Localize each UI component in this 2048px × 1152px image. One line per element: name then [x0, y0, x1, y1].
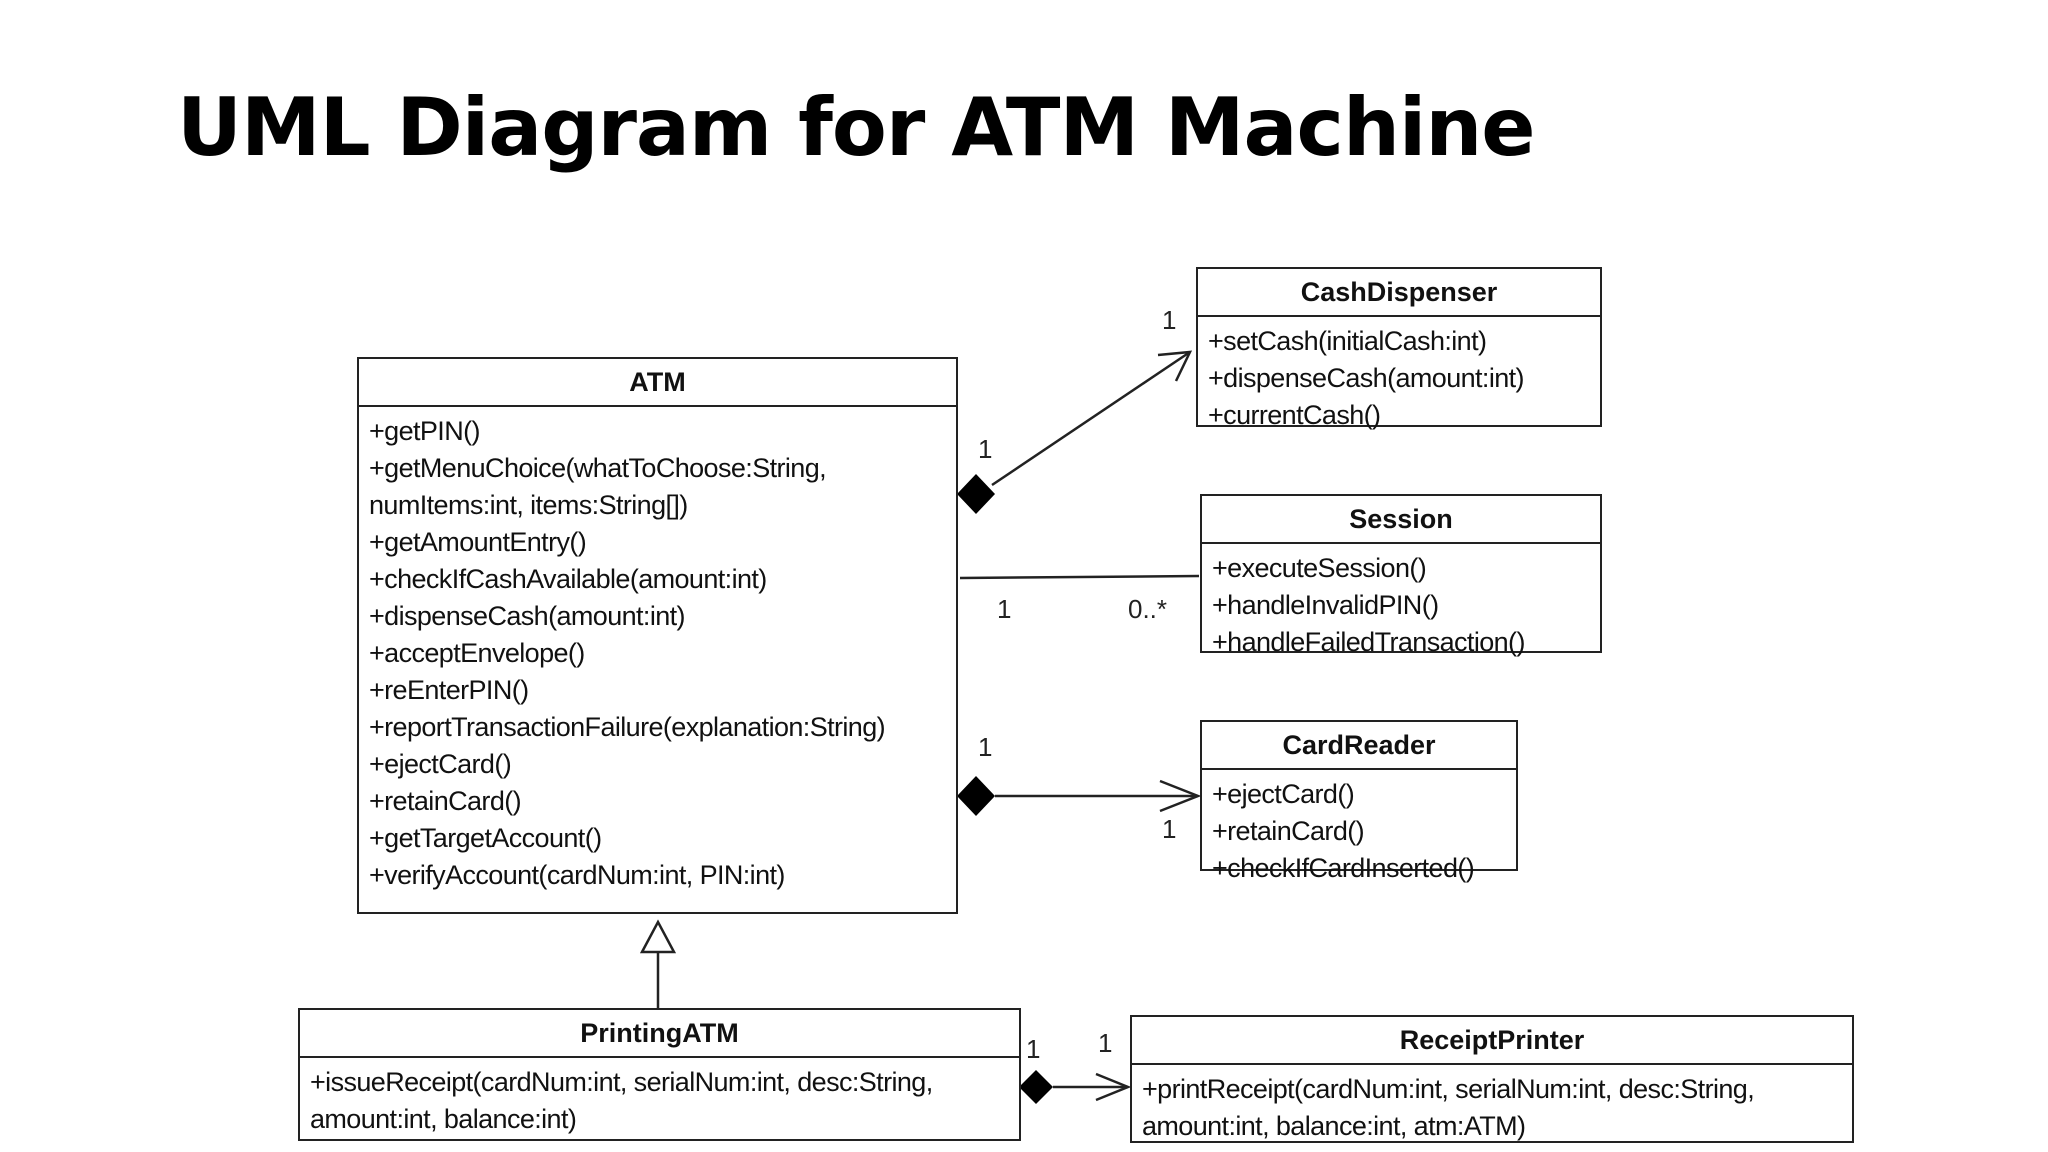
- composition-atm-cash-dispenser: [957, 350, 1193, 514]
- class-name: PrintingATM: [300, 1010, 1019, 1058]
- operation: amount:int, balance:int, atm:ATM): [1142, 1111, 1526, 1141]
- operation: +handleFailedTransaction(): [1212, 627, 1525, 657]
- operation: +handleInvalidPIN(): [1212, 590, 1439, 620]
- operation: +reportTransactionFailure(explanation:St…: [369, 712, 886, 742]
- generalization-triangle: [639, 919, 677, 954]
- slide-title: UML Diagram for ATM Machine: [177, 81, 1536, 174]
- operation: amount:int, balance:int): [310, 1104, 577, 1134]
- operation: +acceptEnvelope(): [369, 638, 585, 668]
- class-name: CashDispenser: [1198, 269, 1600, 317]
- class-session[interactable]: Session +executeSession() +handleInvalidP…: [1200, 494, 1602, 657]
- operation: +ejectCard(): [369, 749, 512, 779]
- class-printing-atm[interactable]: PrintingATM +issueReceipt(cardNum:int, s…: [298, 1008, 1021, 1141]
- operation: +ejectCard(): [1212, 779, 1355, 809]
- composition-printing-atm-receipt-printer: [1019, 1070, 1132, 1104]
- mult-atm-card-reader-atm-end: 1: [978, 732, 993, 762]
- mult-atm-session-session-end: 0..*: [1128, 594, 1168, 624]
- mult-atm-cash-dispenser-atm-end: 1: [978, 434, 993, 464]
- operation: +getPIN(): [369, 416, 481, 446]
- class-atm[interactable]: ATM +getPIN() +getMenuChoice(whatToChoose…: [357, 357, 958, 914]
- class-name: Session: [1202, 496, 1600, 544]
- operation-list: +getPIN() +getMenuChoice(whatToChoose:Str…: [359, 407, 956, 894]
- operation-list: +executeSession() +handleInvalidPIN() +han…: [1202, 544, 1600, 661]
- class-name: ReceiptPrinter: [1132, 1017, 1852, 1065]
- operation: +setCash(initialCash:int): [1208, 326, 1487, 356]
- class-receipt-printer[interactable]: ReceiptPrinter +printReceipt(cardNum:int…: [1130, 1015, 1854, 1143]
- operation: +checkIfCashAvailable(amount:int): [369, 564, 767, 594]
- generalization-printing-atm-atm: [639, 919, 677, 1008]
- operation: +getMenuChoice(whatToChoose:String,: [369, 453, 827, 483]
- class-card-reader[interactable]: CardReader +ejectCard() +retainCard() +che…: [1200, 720, 1518, 883]
- operation: numItems:int, items:String[]): [369, 490, 688, 520]
- operation: +checkIfCardInserted(): [1212, 853, 1475, 883]
- operation: +getTargetAccount(): [369, 823, 602, 853]
- class-name: CardReader: [1202, 722, 1516, 770]
- composition-diamond: [1019, 1070, 1053, 1104]
- mult-atm-card-reader-reader-end: 1: [1162, 814, 1177, 844]
- operation: +getAmountEntry(): [369, 527, 587, 557]
- operation: +executeSession(): [1212, 553, 1427, 583]
- operation-list: +issueReceipt(cardNum:int, serialNum:int…: [300, 1058, 1019, 1138]
- operation: +retainCard(): [369, 786, 522, 816]
- composition-diamond: [957, 776, 995, 816]
- composition-atm-card-reader: [957, 776, 1202, 816]
- operation-list: +setCash(initialCash:int) +dispenseCash(a…: [1198, 317, 1600, 434]
- mult-atm-cash-dispenser-dispenser-end: 1: [1162, 305, 1177, 335]
- operation-list: +printReceipt(cardNum:int, serialNum:int…: [1132, 1065, 1852, 1145]
- mult-printing-receipt-printer-end: 1: [1098, 1028, 1113, 1058]
- mult-printing-receipt-printing-end: 1: [1026, 1034, 1041, 1064]
- composition-diamond: [957, 474, 995, 514]
- operation: +retainCard(): [1212, 816, 1365, 846]
- operation: +printReceipt(cardNum:int, serialNum:int…: [1142, 1074, 1755, 1104]
- operation: +dispenseCash(amount:int): [1208, 363, 1525, 393]
- operation-list: +ejectCard() +retainCard() +checkIfCardIns…: [1202, 770, 1516, 887]
- operation: +issueReceipt(cardNum:int, serialNum:int…: [310, 1067, 933, 1097]
- class-name: ATM: [359, 359, 956, 407]
- operation: +reEnterPIN(): [369, 675, 529, 705]
- operation: +verifyAccount(cardNum:int, PIN:int): [369, 860, 785, 890]
- mult-atm-session-atm-end: 1: [997, 594, 1012, 624]
- operation: +dispenseCash(amount:int): [369, 601, 686, 631]
- class-cash-dispenser[interactable]: CashDispenser +setCash(initialCash:int) +…: [1196, 267, 1602, 430]
- operation: +currentCash(): [1208, 400, 1381, 430]
- association-atm-session: [959, 574, 1200, 580]
